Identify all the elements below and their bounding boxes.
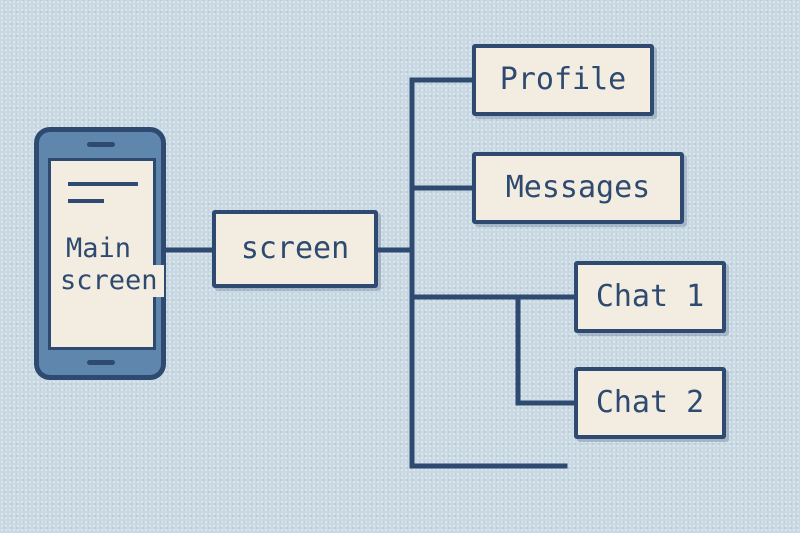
phone-speaker — [87, 142, 115, 147]
screen-header-line — [68, 182, 138, 186]
node-profile: Profile — [472, 44, 654, 116]
phone-icon: Main screen — [34, 127, 166, 380]
node-screen-label: screen — [240, 231, 350, 266]
node-messages: Messages — [472, 152, 684, 224]
phone-screen-label-line1: Main — [66, 233, 132, 264]
phone-screen-label-line2: screen — [51, 265, 164, 297]
node-chat-1-label: Chat 1 — [595, 279, 705, 314]
node-screen: screen — [212, 210, 378, 288]
phone-home-button — [87, 360, 115, 365]
node-chat-1: Chat 1 — [574, 261, 726, 333]
node-profile-label: Profile — [499, 62, 627, 97]
node-chat-2-label: Chat 2 — [595, 385, 705, 420]
node-messages-label: Messages — [505, 170, 651, 205]
phone-screen: Main screen — [48, 158, 164, 350]
node-chat-2: Chat 2 — [574, 367, 726, 439]
screen-subheader-line — [68, 199, 104, 203]
phone-screen-label: Main screen — [51, 233, 169, 297]
